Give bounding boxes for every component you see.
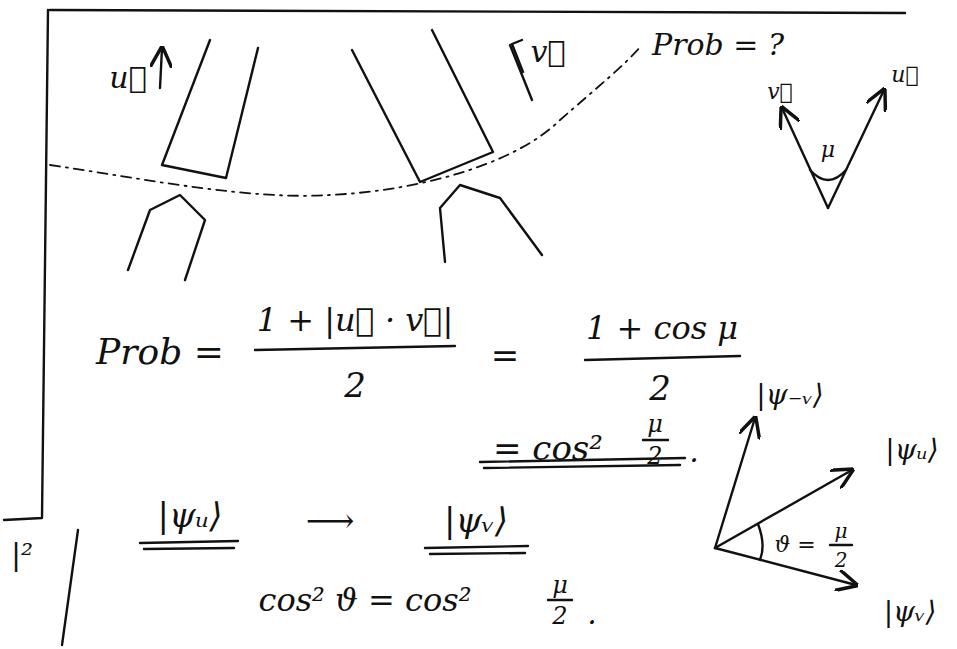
angle-arc bbox=[810, 170, 846, 180]
handwritten-label: |ψᵥ⟩ bbox=[444, 503, 508, 537]
vector-arrow bbox=[828, 90, 884, 208]
handwritten-label: v⃗ bbox=[531, 37, 566, 67]
handwritten-label: 2 bbox=[649, 371, 671, 405]
handwritten-label: = bbox=[491, 338, 520, 372]
fraction-bar bbox=[255, 346, 455, 350]
handwritten-label: . bbox=[587, 599, 597, 629]
handwritten-label: = cos² bbox=[493, 431, 603, 465]
double-underline bbox=[425, 546, 528, 554]
handwritten-label: Prob = bbox=[96, 334, 224, 370]
handwritten-label: ⟶ bbox=[306, 503, 355, 537]
handwritten-label: u⃗ bbox=[109, 63, 146, 93]
handwritten-label: 2 bbox=[552, 604, 567, 628]
magnet-pole bbox=[510, 45, 532, 100]
handwritten-label: |² bbox=[11, 540, 33, 570]
vector-arrow bbox=[512, 40, 523, 72]
frame-line bbox=[4, 10, 48, 520]
handwritten-label: μ bbox=[821, 139, 835, 161]
double-underline bbox=[140, 541, 238, 549]
handwritten-label: 1 + |u⃗ · v⃗| bbox=[257, 304, 454, 336]
magnet-pole bbox=[162, 40, 258, 178]
angle-arc bbox=[758, 524, 763, 560]
beam-path bbox=[50, 45, 642, 196]
handwritten-label: |ψᵥ⟩ bbox=[884, 598, 937, 626]
handwritten-label: μ bbox=[835, 521, 848, 541]
magnet-pole bbox=[128, 195, 205, 280]
handwritten-label: μ bbox=[552, 573, 568, 597]
fraction-bar bbox=[585, 356, 740, 360]
frame-line bbox=[62, 530, 78, 645]
magnet-pole bbox=[440, 185, 542, 262]
handwritten-label: cos² ϑ = cos² bbox=[258, 584, 471, 616]
fraction-bar bbox=[830, 544, 852, 546]
handwritten-label: 2 bbox=[835, 550, 848, 570]
handwritten-label: u⃗ bbox=[891, 64, 918, 86]
handwritten-label: 1 + cos μ bbox=[586, 312, 738, 344]
vector-arrow bbox=[160, 48, 162, 88]
handwritten-label: . bbox=[689, 437, 699, 467]
fraction-bar bbox=[548, 599, 572, 601]
magnet-pole bbox=[352, 30, 493, 182]
handwritten-label: 2 bbox=[647, 444, 662, 468]
handwritten-label: 2 bbox=[344, 368, 366, 402]
handwritten-label: |ψᵤ⟩ bbox=[885, 436, 938, 464]
handwritten-label: v⃗ bbox=[767, 81, 793, 103]
handwritten-label: ϑ = bbox=[774, 534, 815, 556]
fraction-bar bbox=[643, 439, 668, 441]
handwritten-label: |ψᵤ⟩ bbox=[158, 498, 223, 532]
frame-line bbox=[50, 10, 905, 13]
handwritten-label: |ψ₋ᵥ⟩ bbox=[756, 381, 824, 409]
handwritten-label: μ bbox=[647, 412, 663, 436]
handwritten-label: Prob = ? bbox=[652, 30, 784, 60]
